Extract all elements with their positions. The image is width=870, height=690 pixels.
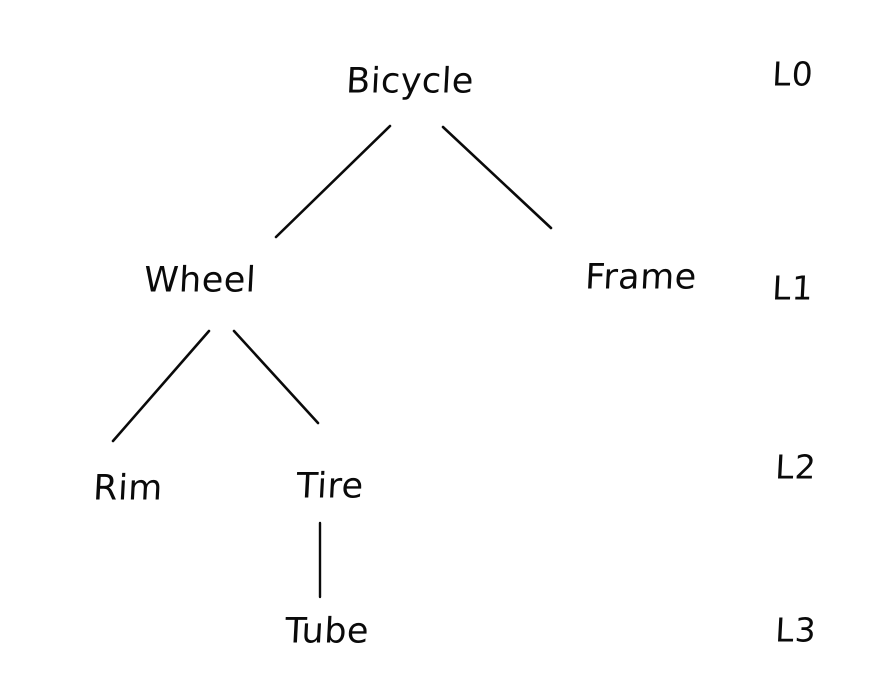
level-label-l0: L0 — [771, 54, 815, 94]
level-label-l3: L3 — [774, 610, 818, 650]
node-wheel: Wheel — [142, 260, 258, 301]
node-bicycle: Bicycle — [345, 61, 475, 102]
level-label-l1: L1 — [771, 268, 815, 308]
node-frame: Frame — [584, 257, 698, 298]
edge-bicycle-wheel — [274, 124, 392, 239]
edge-wheel-tire — [232, 329, 320, 425]
node-tube: Tube — [283, 611, 371, 652]
node-rim: Rim — [92, 468, 164, 509]
node-tire: Tire — [295, 466, 365, 507]
edge-wheel-rim — [111, 329, 211, 443]
level-label-l2: L2 — [774, 447, 818, 487]
edge-bicycle-frame — [441, 125, 553, 230]
